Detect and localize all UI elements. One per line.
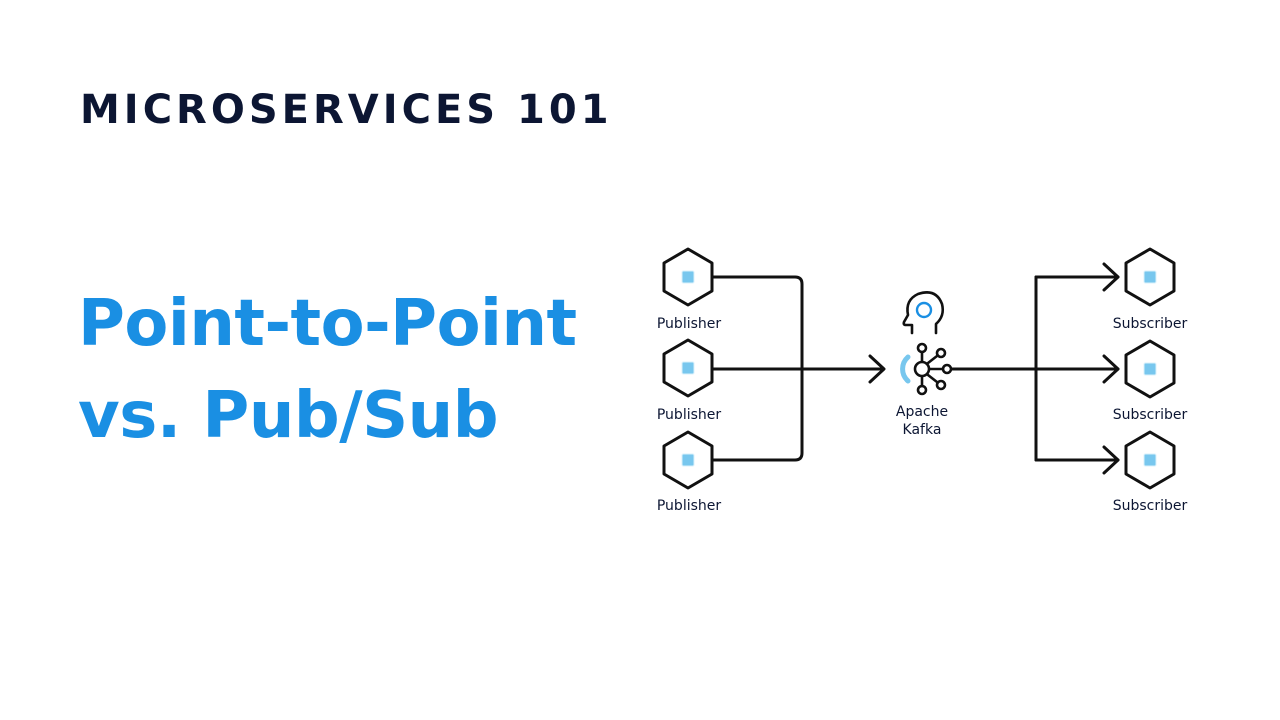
series-title: MICROSERVICES 101 (80, 87, 613, 133)
hexagon-service-icon (1124, 247, 1176, 307)
publisher-connections (711, 275, 886, 462)
broker-label-line-1: Apache (896, 404, 948, 420)
arrowhead-to-broker (868, 354, 886, 384)
arrowhead-subscriber-3 (1102, 445, 1120, 475)
headline-line-1: Point-to-Point (78, 287, 577, 361)
subscriber-label: Subscriber (1113, 407, 1188, 423)
publisher-node-2 (662, 338, 714, 398)
arrowhead-subscriber-1 (1102, 262, 1120, 292)
hexagon-service-icon (662, 430, 714, 490)
subscriber-node-1 (1124, 247, 1176, 307)
kafka-icon (900, 342, 953, 396)
publisher-node-3 (662, 430, 714, 490)
subscriber-label: Subscriber (1113, 498, 1188, 514)
hexagon-service-icon (662, 247, 714, 307)
headline: Point-to-Point vs. Pub/Sub (78, 278, 577, 462)
consumer-head-icon (902, 291, 945, 335)
broker-label-line-2: Kafka (903, 422, 942, 438)
publisher-node-1 (662, 247, 714, 307)
headline-line-2: vs. Pub/Sub (78, 379, 499, 453)
subscriber-node-3 (1124, 430, 1176, 490)
arrowhead-subscriber-2 (1102, 354, 1120, 384)
hexagon-service-icon (662, 338, 714, 398)
hexagon-service-icon (1124, 339, 1176, 399)
subscriber-label: Subscriber (1113, 316, 1188, 332)
publisher-label: Publisher (657, 316, 722, 332)
connector-publisher-3 (711, 367, 804, 462)
subscriber-node-2 (1124, 339, 1176, 399)
subscriber-connections (950, 262, 1120, 475)
connector-publisher-1 (711, 275, 804, 371)
publisher-label: Publisher (657, 407, 722, 423)
publisher-label: Publisher (657, 498, 722, 514)
hexagon-service-icon (1124, 430, 1176, 490)
